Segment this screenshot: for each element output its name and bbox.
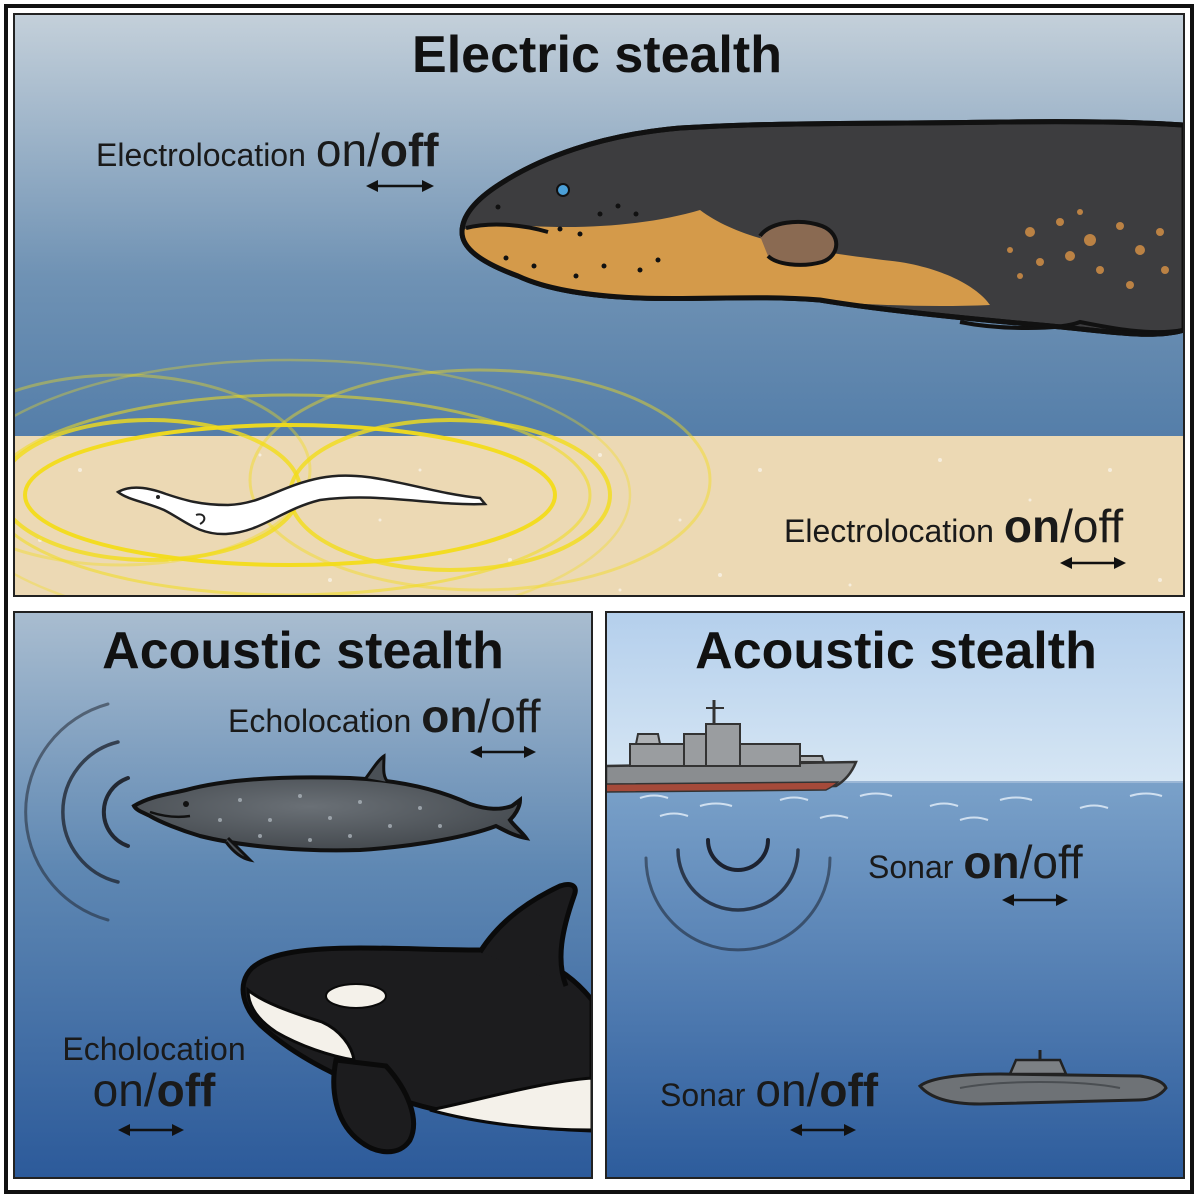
electric-panel-border — [13, 13, 1185, 597]
ship-label-on: on — [963, 836, 1019, 888]
submarine-label-on: on — [755, 1064, 806, 1116]
sonar-wave-icon — [24, 702, 130, 922]
submarine-label-slash: / — [807, 1064, 820, 1116]
ship-label-off: off — [1032, 836, 1083, 888]
eel-label-off: off — [380, 124, 439, 176]
knifefish-label-off: off — [1073, 500, 1124, 552]
submarine-label-word: Sonar — [660, 1077, 746, 1113]
orca-echolocation-label: on/off — [93, 1064, 216, 1116]
sea-ripples — [639, 792, 1163, 821]
eel-label-on: on — [316, 124, 367, 176]
whale-label-slash: / — [477, 690, 490, 742]
electric-eel — [459, 119, 1184, 337]
orca-label-word: Echolocation — [62, 1031, 245, 1067]
knifefish-label-slash: / — [1060, 500, 1073, 552]
whale-label-word: Echolocation — [228, 703, 411, 739]
knifefish-electrolocation-label: Electrolocation on/off — [784, 500, 1123, 552]
submarine — [917, 1050, 1168, 1106]
acoustic-left-panel-title: Acoustic stealth — [102, 622, 504, 680]
submarine-label-off: off — [819, 1064, 878, 1116]
beaked-whale — [131, 753, 531, 863]
orca-label-on: on — [93, 1064, 144, 1116]
double-arrow-icon — [790, 1124, 856, 1136]
orca-label-off: off — [157, 1064, 216, 1116]
eel-label-slash: / — [367, 124, 380, 176]
eel-eye — [556, 183, 570, 197]
eel-electrolocation-label: Electrolocation on/off — [96, 124, 439, 176]
whale-label-on: on — [421, 690, 477, 742]
warship — [606, 700, 858, 793]
electric-field-icon — [14, 358, 712, 596]
whale-echolocation-label: Echolocation on/off — [228, 690, 541, 742]
knifefish — [115, 474, 488, 536]
orca — [240, 881, 592, 1155]
acoustic-stealth-vessels-panel — [606, 612, 1184, 1178]
whales-panel-border — [13, 611, 593, 1179]
acoustic-right-panel-title: Acoustic stealth — [695, 622, 1097, 680]
knifefish-label-on: on — [1004, 500, 1060, 552]
eel-pectoral-fin — [758, 219, 839, 267]
electric-panel-title: Electric stealth — [412, 26, 782, 84]
double-arrow-icon — [1002, 894, 1068, 906]
electric-stealth-panel — [14, 14, 1184, 596]
ship-label-word: Sonar — [868, 849, 954, 885]
ship-label-slash: / — [1020, 836, 1033, 888]
double-arrow-icon — [118, 1124, 184, 1136]
orca-label-slash: / — [144, 1064, 157, 1116]
whale-label-off: off — [490, 690, 541, 742]
eel-belly — [462, 210, 990, 307]
sonar-wave-icon — [644, 838, 832, 952]
eel-label-word: Electrolocation — [96, 137, 306, 173]
sea-background — [606, 782, 1184, 1178]
acoustic-stealth-whales-panel — [14, 612, 592, 1178]
eel-spots — [1007, 209, 1169, 289]
double-arrow-icon — [1060, 557, 1126, 569]
double-arrow-icon — [470, 746, 536, 758]
vessels-panel-border — [605, 611, 1185, 1179]
double-arrow-icon — [366, 180, 434, 192]
knifefish-label-word: Electrolocation — [784, 513, 994, 549]
